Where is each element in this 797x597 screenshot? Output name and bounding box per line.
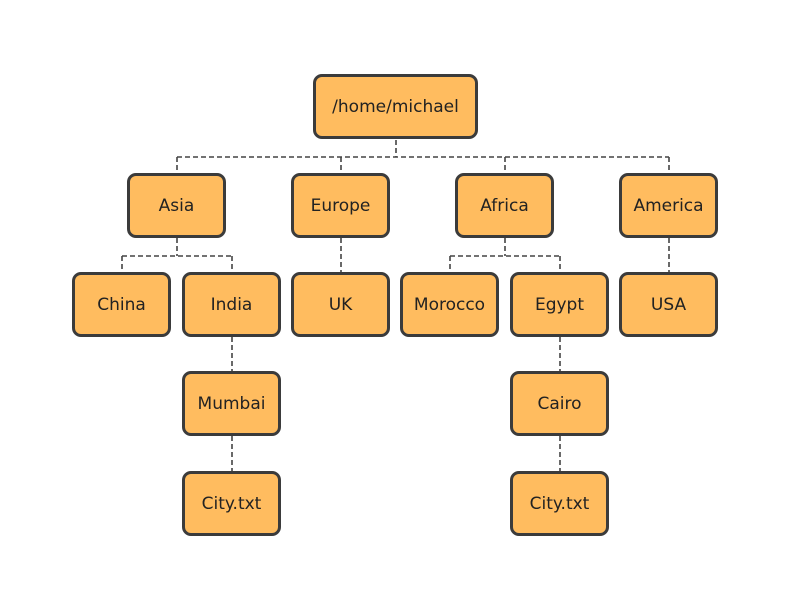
folder-node-asia[interactable]: Asia	[127, 173, 226, 238]
folder-label-africa: Africa	[480, 195, 529, 216]
folder-node-america[interactable]: America	[619, 173, 718, 238]
folder-node-india[interactable]: India	[182, 272, 281, 337]
folder-label-china: China	[97, 294, 146, 315]
folder-label-europe: Europe	[310, 195, 371, 216]
file-label-cairo-city-txt: City.txt	[529, 493, 590, 514]
folder-node-morocco[interactable]: Morocco	[400, 272, 499, 337]
folder-node-africa[interactable]: Africa	[455, 173, 554, 238]
file-node-cairo-city-txt[interactable]: City.txt	[510, 471, 609, 536]
folder-label-morocco: Morocco	[413, 294, 486, 315]
folder-node-usa[interactable]: USA	[619, 272, 718, 337]
folder-label-america: America	[633, 195, 704, 216]
root-folder-node[interactable]: /home/michael	[313, 74, 478, 139]
folder-node-egypt[interactable]: Egypt	[510, 272, 609, 337]
folder-label-usa: USA	[650, 294, 687, 315]
file-label-india-city-txt: City.txt	[201, 493, 262, 514]
folder-node-cairo[interactable]: Cairo	[510, 371, 609, 436]
folder-node-china[interactable]: China	[72, 272, 171, 337]
folder-label-asia: Asia	[158, 195, 195, 216]
folder-node-mumbai[interactable]: Mumbai	[182, 371, 281, 436]
folder-label-egypt: Egypt	[534, 294, 585, 315]
folder-label-uk: UK	[328, 294, 353, 315]
folder-label-india: India	[210, 294, 253, 315]
folder-node-europe[interactable]: Europe	[291, 173, 390, 238]
folder-label-cairo: Cairo	[537, 393, 582, 414]
file-node-india-city-txt[interactable]: City.txt	[182, 471, 281, 536]
folder-node-uk[interactable]: UK	[291, 272, 390, 337]
root-folder-label: /home/michael	[332, 96, 459, 117]
folder-label-mumbai: Mumbai	[197, 393, 266, 414]
